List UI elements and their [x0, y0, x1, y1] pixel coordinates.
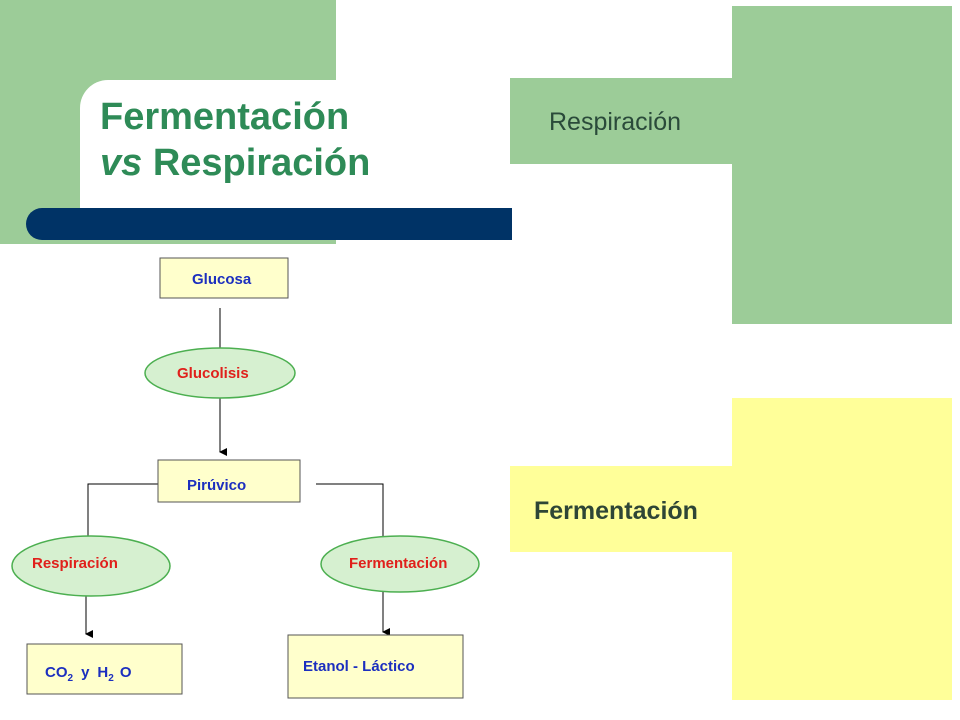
respiracion-ellipse: [11, 535, 171, 597]
glucosa-label: Glucosa: [192, 271, 252, 288]
glucosa-box: [159, 257, 289, 299]
o-text: O: [120, 664, 132, 681]
co2-h2o-box: [26, 643, 183, 695]
title-block: [80, 80, 510, 208]
title-vs: vs: [100, 142, 143, 184]
piruvico-box: [157, 459, 301, 503]
glucolisis-ellipse: [144, 347, 296, 399]
fermentation-flow-diagram: Glucosa Glucolisis Pirúvico Respiración …: [11, 257, 480, 699]
fermentacion-side-label: Fermentación: [534, 497, 698, 525]
etanol-lactico-label: Etanol - Láctico: [303, 658, 415, 675]
glucolisis-label: Glucolisis: [177, 365, 249, 382]
y-text: y: [81, 664, 90, 681]
co-text: CO: [45, 664, 68, 681]
title-respiracion: Respiración: [152, 142, 371, 184]
respiracion-diagram-label: Respiración: [32, 555, 118, 572]
green-label-tab: [510, 78, 732, 164]
connector-piruvico-respiracion: [87, 483, 158, 538]
h2-subscript: 2: [108, 673, 114, 684]
yellow-panel-tall: [732, 398, 952, 700]
green-panel-tall: [732, 6, 952, 324]
connector-piruvico-fermentacion: [316, 483, 384, 538]
yellow-label-tab: [510, 466, 732, 552]
h-text: H: [97, 664, 108, 681]
fermentacion-diagram-label: Fermentación: [349, 555, 447, 572]
fermentacion-ellipse: [320, 535, 480, 593]
respiracion-side-label: Respiración: [549, 108, 682, 136]
etanol-lactico-box: [287, 634, 464, 699]
title-underline-bar: [26, 208, 512, 240]
co2-subscript: 2: [68, 673, 74, 684]
piruvico-label: Pirúvico: [187, 477, 246, 494]
page-title-line1: Fermentación: [100, 96, 350, 138]
page-title-line2: vs Respiración: [100, 142, 370, 185]
